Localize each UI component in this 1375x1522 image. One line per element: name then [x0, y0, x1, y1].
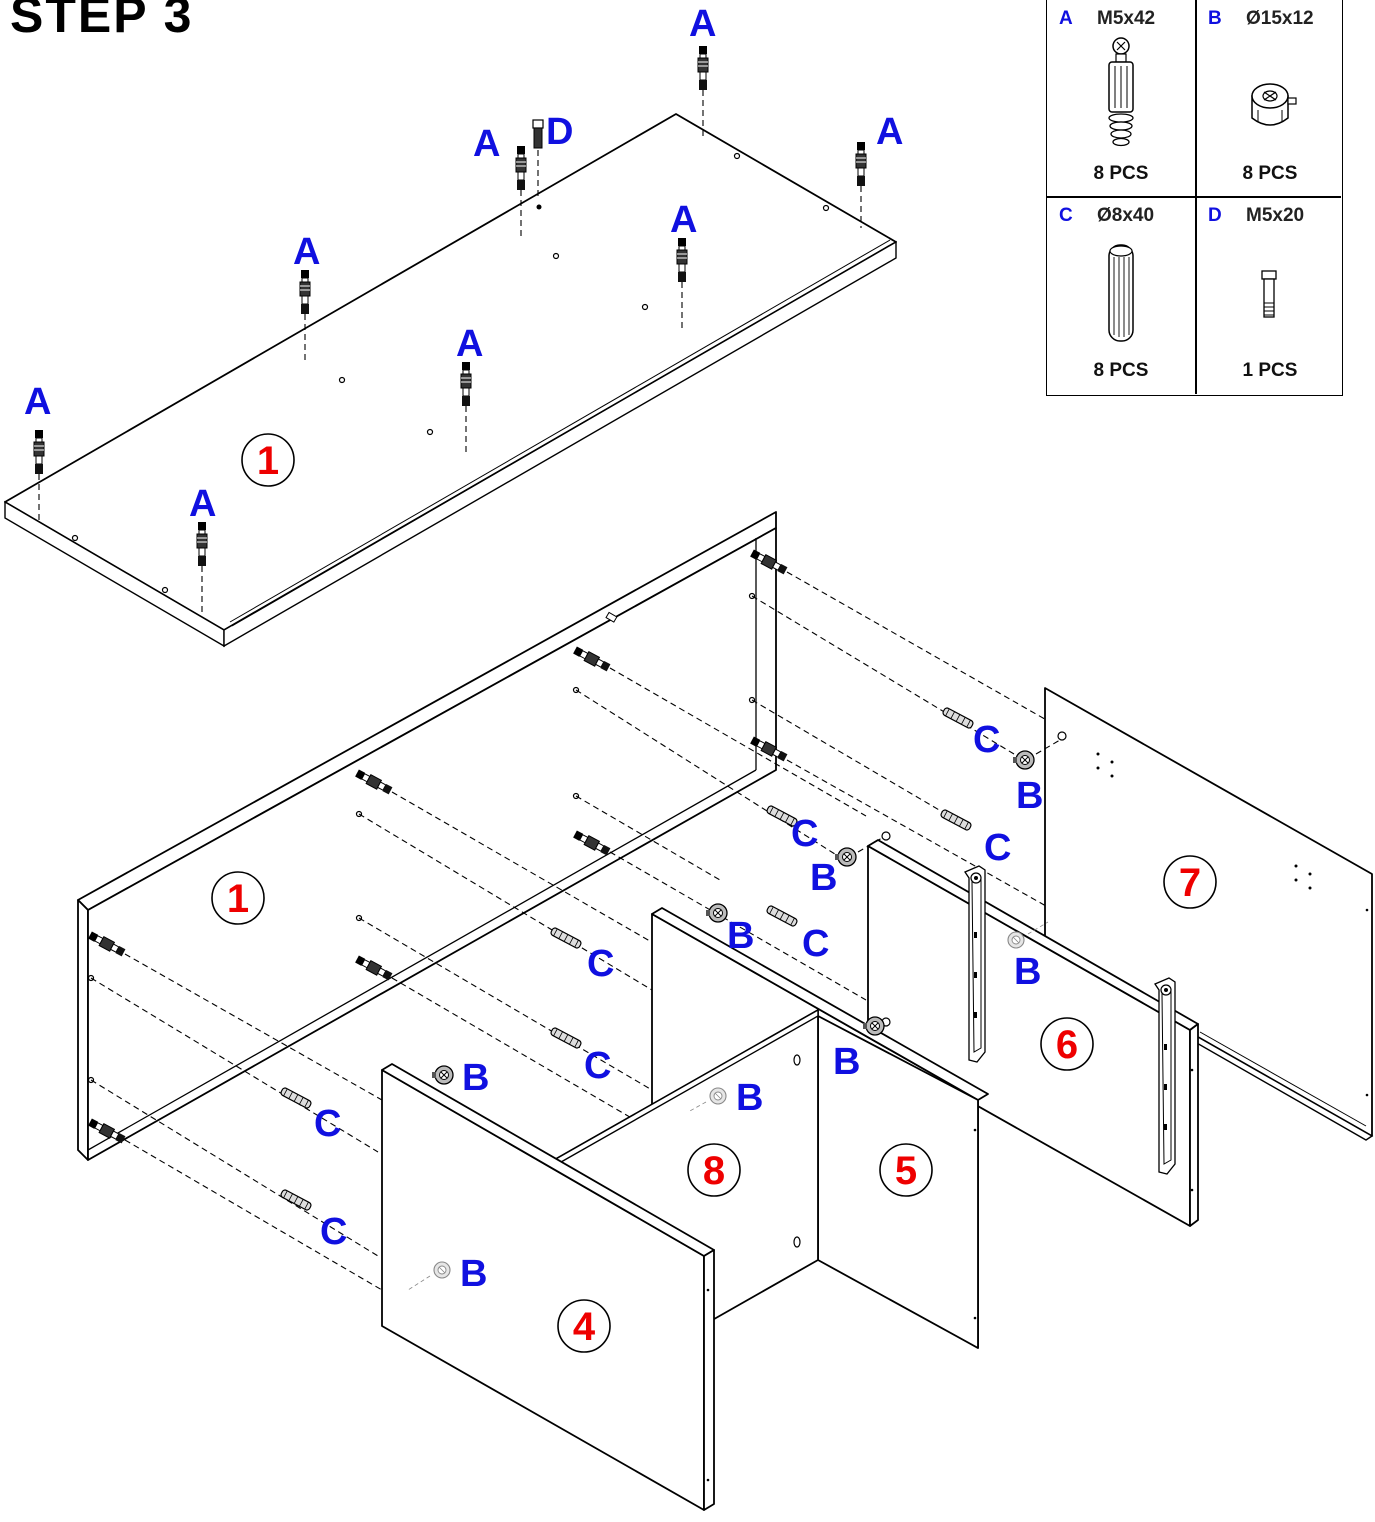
- label-b: B: [1014, 951, 1041, 993]
- legend-spec: M5x20: [1246, 205, 1305, 226]
- legend-qty: 8 PCS: [1242, 163, 1298, 184]
- label-c: C: [584, 1045, 611, 1087]
- short-screw-icon: [1261, 270, 1277, 318]
- label-c: C: [314, 1103, 341, 1145]
- legend-qty: 8 PCS: [1093, 163, 1149, 184]
- hardware-legend: A M5x42 8 PCS B Ø15x12 8 PC: [1046, 0, 1343, 396]
- part-6: 6: [1040, 1017, 1094, 1071]
- back-panel: [77, 511, 777, 1161]
- label-a: A: [189, 483, 216, 525]
- label-b: B: [462, 1057, 489, 1099]
- svg-text:5: 5: [895, 1149, 917, 1193]
- svg-text:6: 6: [1056, 1023, 1078, 1067]
- label-a: A: [689, 3, 716, 45]
- bolt-a-4: [460, 361, 472, 452]
- legend-qty: 1 PCS: [1242, 360, 1298, 381]
- svg-text:4: 4: [573, 1305, 596, 1349]
- top-bolts: [33, 45, 867, 612]
- cam-bolt-icon: [1108, 37, 1134, 147]
- label-c: C: [802, 923, 829, 965]
- legend-spec: Ø15x12: [1246, 8, 1314, 29]
- label-c: C: [973, 719, 1000, 761]
- label-c: C: [984, 827, 1011, 869]
- legend-spec: M5x42: [1097, 8, 1156, 29]
- part-1-back: 1: [211, 871, 265, 925]
- panel-4: [381, 1063, 715, 1511]
- label-b: B: [833, 1041, 860, 1083]
- label-d: D: [546, 111, 573, 153]
- label-b: B: [736, 1077, 763, 1119]
- legend-item-b: B Ø15x12 8 PCS: [1196, 0, 1344, 197]
- top-panel: [4, 113, 897, 648]
- cam-lock-icon: [1251, 83, 1297, 126]
- legend-qty: 8 PCS: [1093, 360, 1149, 381]
- label-c: C: [320, 1211, 347, 1253]
- label-a: A: [456, 323, 483, 365]
- part-4: 4: [557, 1299, 611, 1353]
- step-title: STEP 3: [10, 0, 194, 43]
- legend-spec: Ø8x40: [1097, 205, 1155, 226]
- label-a: A: [293, 231, 320, 273]
- legend-item-d: D M5x20 1 PCS: [1196, 197, 1344, 394]
- legend-letter: D: [1208, 205, 1222, 226]
- bolt-a-2: [196, 521, 208, 612]
- bolt-a-6: [676, 237, 688, 328]
- bolt-a-1: [33, 429, 45, 520]
- camlocks-b: [407, 739, 1061, 1291]
- part-numbers: 1 1 7 6 8 5 4: [211, 433, 1217, 1353]
- label-a: A: [670, 199, 697, 241]
- label-b: B: [810, 857, 837, 899]
- legend-letter: A: [1059, 8, 1073, 29]
- label-a: A: [473, 123, 500, 165]
- guide-lines: [90, 571, 1051, 1291]
- svg-text:1: 1: [257, 439, 279, 483]
- label-b: B: [727, 915, 754, 957]
- part-1-top: 1: [241, 433, 295, 487]
- legend-item-c: C Ø8x40 8 PCS: [1047, 197, 1195, 394]
- wood-dowel-icon: [1108, 244, 1134, 342]
- svg-text:7: 7: [1179, 861, 1201, 905]
- bolt-a-5: [515, 145, 527, 236]
- label-b: B: [460, 1253, 487, 1295]
- label-c: C: [587, 943, 614, 985]
- bolt-a-8: [855, 141, 867, 228]
- legend-letter: C: [1059, 205, 1073, 226]
- part-5: 5: [879, 1143, 933, 1197]
- bolt-a-7: [697, 45, 709, 136]
- legend-letter: B: [1208, 8, 1222, 29]
- legend-item-a: A M5x42 8 PCS: [1047, 0, 1195, 197]
- label-a: A: [24, 381, 51, 423]
- hardware-labels: A A A D A A A A A C B C C B B C C B B C …: [24, 3, 1043, 1295]
- part-8: 8: [687, 1143, 741, 1197]
- svg-text:1: 1: [227, 877, 249, 921]
- label-c: C: [791, 813, 818, 855]
- svg-text:8: 8: [703, 1149, 725, 1193]
- label-a: A: [876, 111, 903, 153]
- screw-d: [532, 119, 544, 200]
- panel-6: [867, 831, 1199, 1227]
- label-b: B: [1016, 775, 1043, 817]
- part-7: 7: [1163, 855, 1217, 909]
- bolt-a-3: [299, 269, 311, 360]
